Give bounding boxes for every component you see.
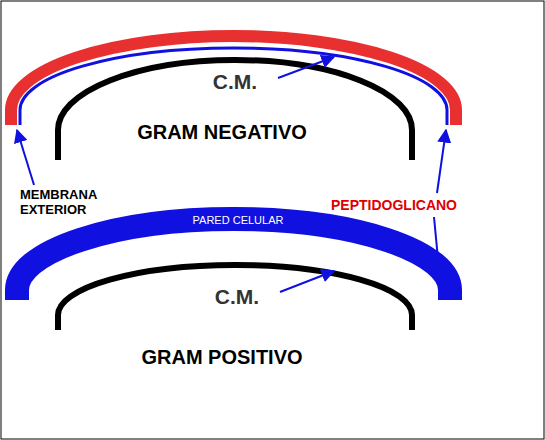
part-label: PEPTIDOGLICANO — [331, 197, 457, 213]
outer-membrane-arc — [11, 36, 456, 125]
leader-arrow — [278, 57, 334, 78]
cell-membrane-arc — [58, 60, 412, 160]
part-label: MEMBRANA EXTERIOR — [20, 188, 132, 218]
wall-label: PARED CELULAR — [193, 214, 284, 227]
leader-arrow — [434, 217, 440, 280]
cell-membrane-arc — [58, 265, 412, 330]
group-title: GRAM NEGATIVO — [137, 121, 307, 144]
leader-arrow — [280, 271, 334, 292]
membrane-label: C.M. — [213, 70, 257, 94]
leader-arrow — [17, 130, 34, 185]
leader-arrow — [437, 130, 446, 193]
membrane-label: C.M. — [215, 285, 259, 309]
group-title: GRAM POSITIVO — [141, 346, 302, 369]
